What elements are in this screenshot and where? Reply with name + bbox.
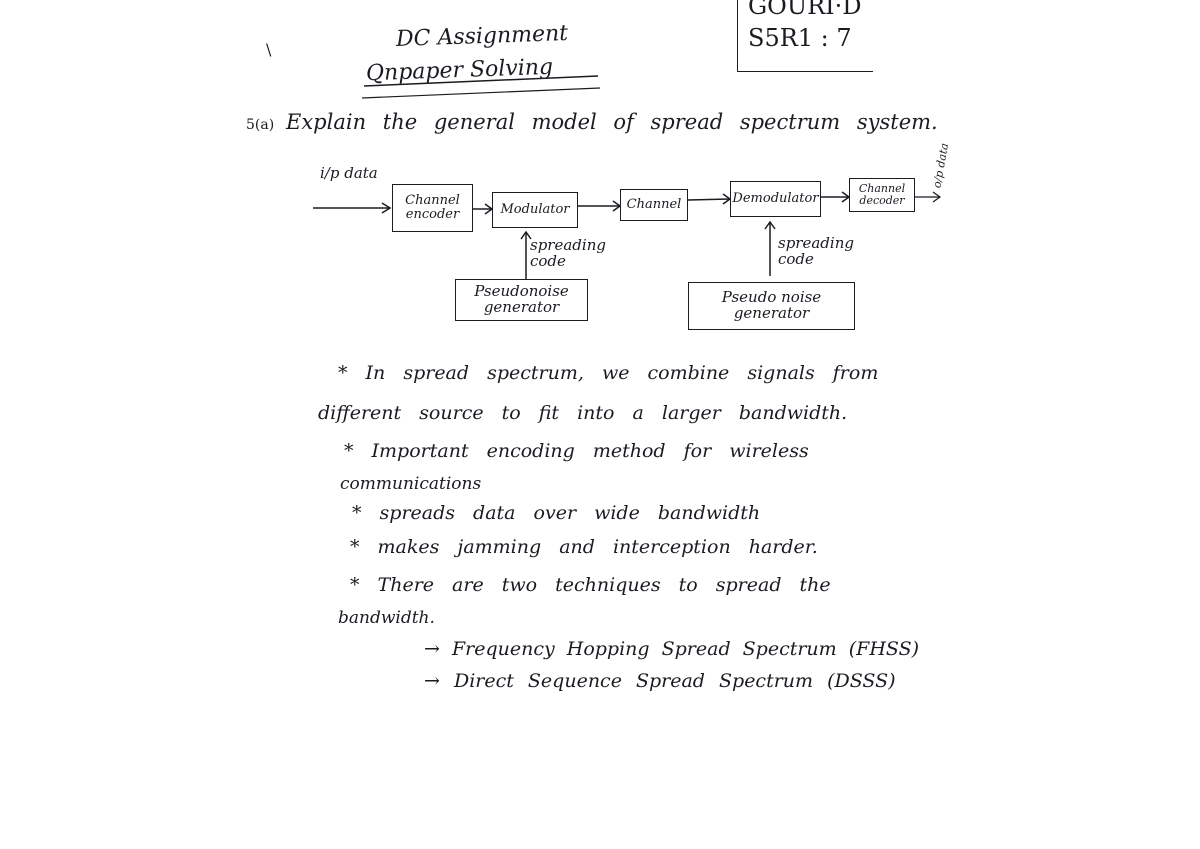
question-number: 5(a) xyxy=(246,117,275,133)
demodulator-block: Demodulator xyxy=(730,181,821,217)
channel-decoder-label: Channel decoder xyxy=(858,182,906,207)
pn-left-arrow-head xyxy=(520,230,532,240)
channel-demodulator-arrow xyxy=(687,198,731,201)
title-underline-2 xyxy=(361,87,601,99)
student-name: GOURI·D xyxy=(748,0,862,20)
channel-decoder-block: Channel decoder xyxy=(849,178,915,212)
pn-generator-left-label: Pseudonoise generator xyxy=(474,282,569,316)
note-line-6: * makes jamming and interception harder. xyxy=(350,536,818,558)
pn-generator-right-block: Pseudo noise generator xyxy=(688,282,855,330)
note-line-3: * Important encoding method for wireless xyxy=(344,440,809,462)
student-roll: S5R1 : 7 xyxy=(748,24,852,52)
note-line-4: communications xyxy=(340,474,482,494)
modulator-label: Modulator xyxy=(500,202,570,218)
channel-encoder-block: Channel encoder xyxy=(392,184,473,232)
pn-generator-left-block: Pseudonoise generator xyxy=(455,279,588,321)
note-line-8: bandwidth. xyxy=(338,608,435,628)
output-arrow-head xyxy=(932,191,942,203)
spreading-code-left-label: spreading code xyxy=(530,236,606,270)
spreading-code-right-label: spreading code xyxy=(778,234,854,268)
question-text: Explain the general model of spread spec… xyxy=(286,110,938,134)
input-data-label: i/p data xyxy=(320,164,378,182)
pn-generator-right-label: Pseudo noise generator xyxy=(721,288,822,322)
channel-block: Channel xyxy=(620,189,688,221)
channel-encoder-label: Channel encoder xyxy=(405,193,460,222)
note-line-5: * spreads data over wide bandwidth xyxy=(352,502,761,524)
input-arrow-head xyxy=(381,202,392,214)
title-underline xyxy=(363,75,599,87)
note-line-1: * In spread spectrum, we combine signals… xyxy=(338,362,879,384)
pn-right-arrow-head xyxy=(764,220,776,230)
note-line-2: different source to fit into a larger ba… xyxy=(318,402,848,424)
margin-tick: \ xyxy=(266,40,272,59)
technique-fhss: → Frequency Hopping Spread Spectrum (FHS… xyxy=(424,638,919,660)
note-line-7: * There are two techniques to spread the xyxy=(350,574,831,596)
technique-dsss: → Direct Sequence Spread Spectrum (DSSS) xyxy=(424,670,896,692)
channel-label: Channel xyxy=(626,197,682,213)
demodulator-label: Demodulator xyxy=(732,191,819,207)
name-box: GOURI·D S5R1 : 7 xyxy=(737,0,873,72)
modulator-block: Modulator xyxy=(492,192,578,228)
